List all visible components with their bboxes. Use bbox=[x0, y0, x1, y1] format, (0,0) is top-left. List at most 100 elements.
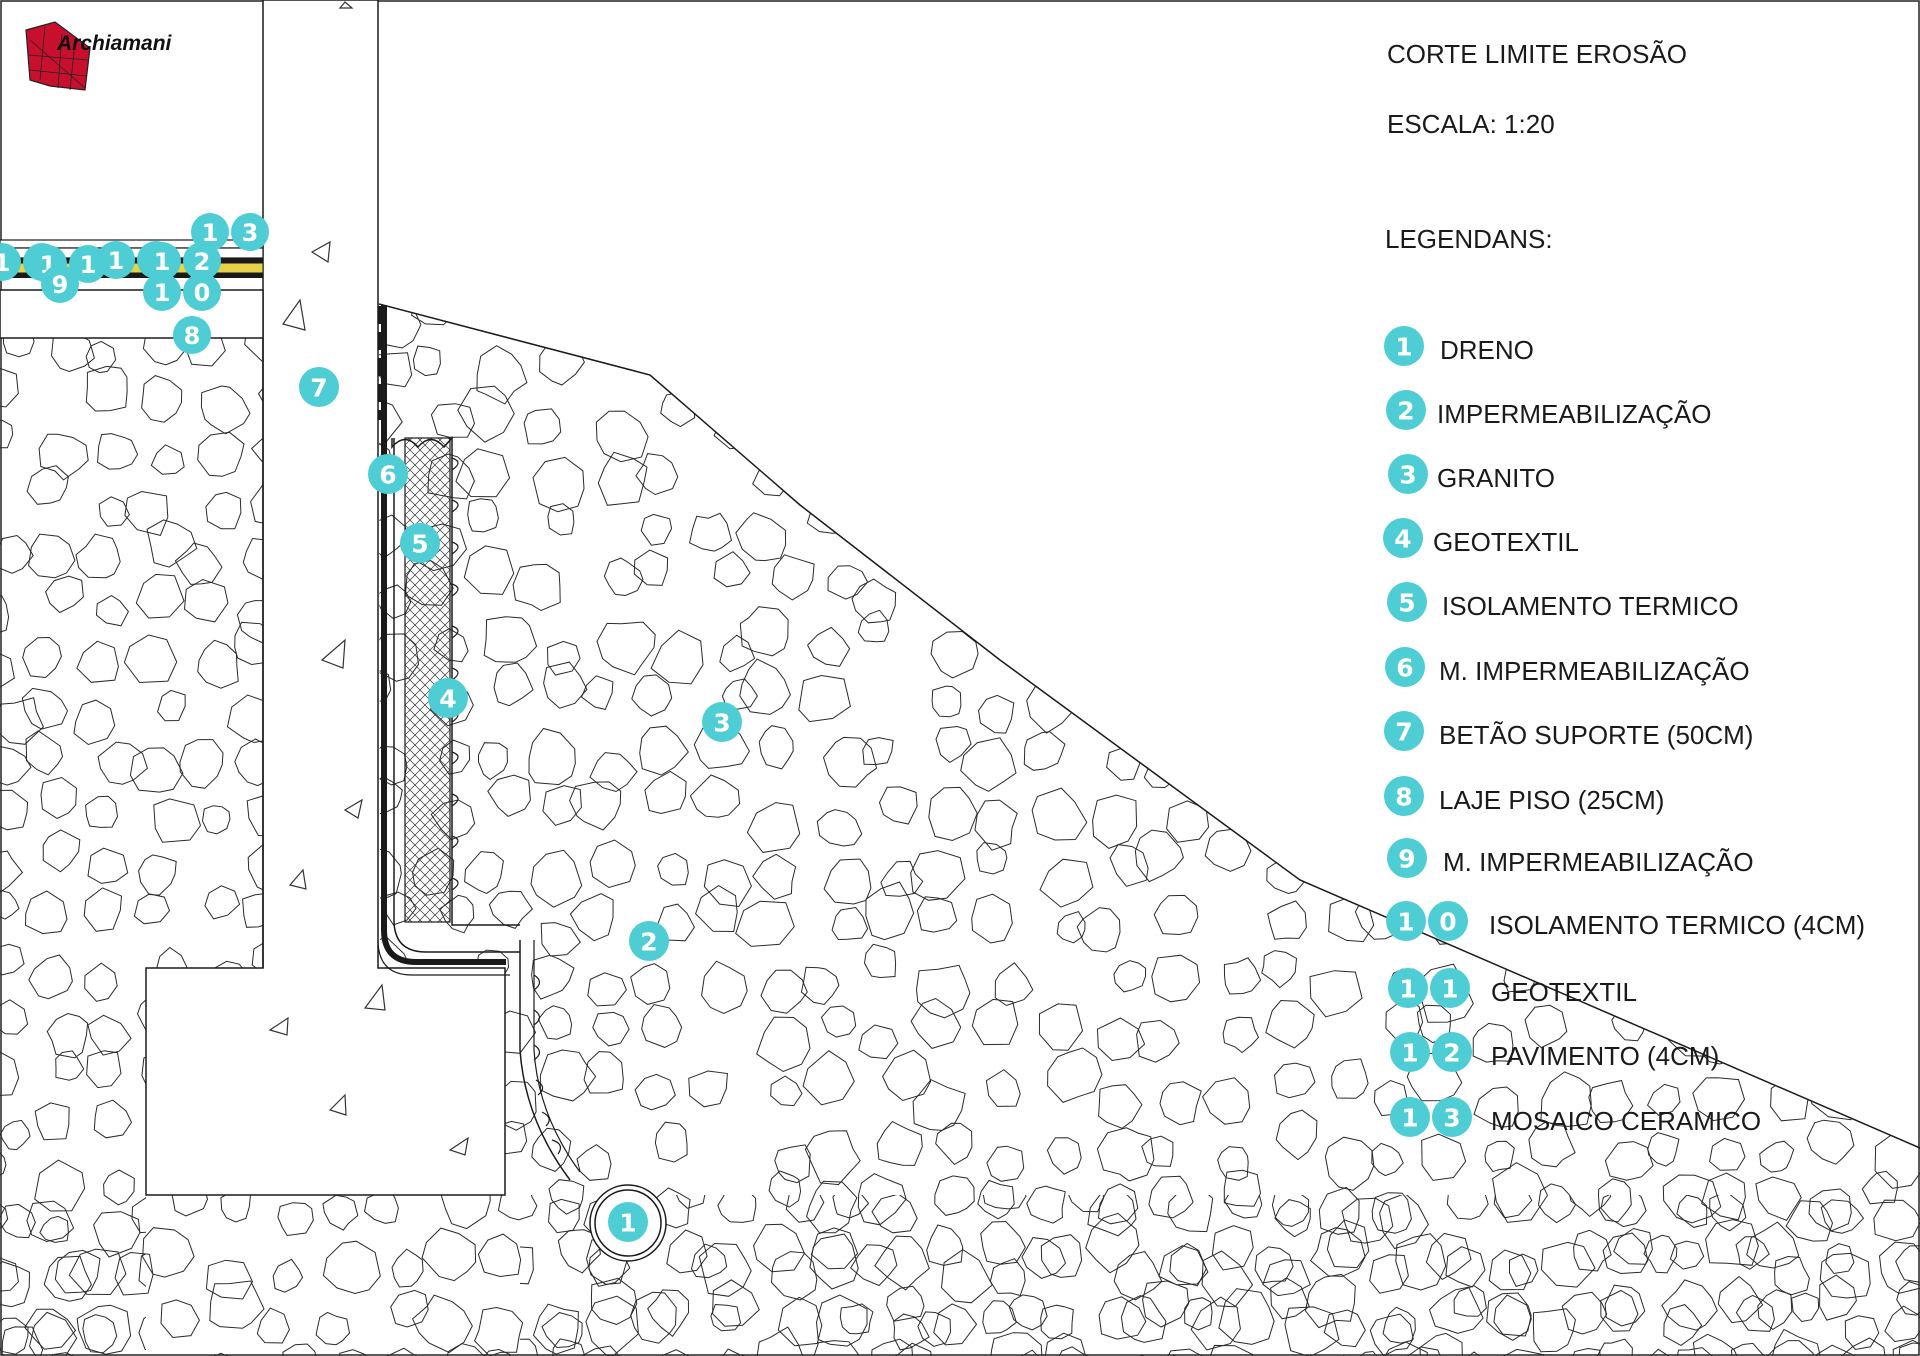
gravel-stone bbox=[1145, 618, 1187, 658]
gravel-stone bbox=[1708, 338, 1750, 378]
gravel-stone bbox=[129, 747, 184, 793]
gravel-stone bbox=[1056, 911, 1086, 944]
gravel-stone bbox=[965, 304, 1017, 328]
gravel-stone bbox=[50, 338, 95, 373]
gravel-stone bbox=[442, 1343, 490, 1356]
callout-digit: 5 bbox=[1398, 589, 1415, 618]
gravel-stone bbox=[1873, 1199, 1920, 1242]
gravel-stone bbox=[103, 1169, 135, 1206]
callout-digit: 1 bbox=[1395, 333, 1412, 362]
gravel-stone bbox=[1880, 618, 1920, 674]
gravel-stone bbox=[1222, 1016, 1260, 1054]
gravel-stone bbox=[1721, 506, 1772, 548]
gravel-stone bbox=[1156, 1348, 1210, 1356]
gravel-stone bbox=[29, 1311, 78, 1356]
gravel-stone bbox=[26, 465, 69, 505]
gravel-stone bbox=[806, 626, 851, 667]
legend-marker: 2 bbox=[1386, 390, 1426, 430]
gravel-stone bbox=[547, 503, 575, 536]
gravel-stone bbox=[851, 578, 897, 624]
gravel-stone bbox=[1669, 1240, 1705, 1270]
gravel-stone bbox=[931, 685, 962, 718]
gravel-stone bbox=[1835, 840, 1876, 880]
gravel-stone bbox=[1279, 345, 1322, 387]
gravel-stone bbox=[1039, 559, 1083, 610]
gravel-stone bbox=[1867, 406, 1912, 454]
gravel-stone bbox=[1757, 1289, 1793, 1331]
gravel-stone bbox=[138, 854, 177, 896]
gravel-stone bbox=[933, 398, 980, 444]
callout-circle bbox=[299, 367, 339, 407]
gravel-stone bbox=[1602, 1232, 1649, 1275]
gravel-stone bbox=[174, 542, 223, 585]
gravel-stone bbox=[487, 774, 531, 817]
legend-marker: 7 bbox=[1384, 711, 1424, 751]
gravel-stone bbox=[1207, 1344, 1253, 1356]
gravel-stone bbox=[523, 304, 574, 345]
gravel-stone bbox=[1769, 1328, 1824, 1356]
callout-digit: 1 bbox=[1401, 1104, 1418, 1133]
gravel-stone bbox=[777, 1296, 823, 1347]
gravel-stone bbox=[179, 739, 224, 789]
gravel-stone bbox=[73, 699, 116, 746]
gravel-stone bbox=[142, 1227, 195, 1278]
logo: Archiamani bbox=[25, 21, 173, 91]
legend-marker: 6 bbox=[1385, 647, 1425, 687]
gravel-stone bbox=[870, 1338, 914, 1356]
gravel-stone bbox=[809, 1233, 859, 1290]
gravel-stone bbox=[988, 1332, 1043, 1356]
legend-label: IMPERMEABILIZAÇÃO bbox=[1437, 399, 1712, 429]
gravel-stone bbox=[989, 1258, 1026, 1297]
gravel-stone bbox=[721, 304, 762, 333]
gravel-stone bbox=[251, 940, 263, 976]
legend-label: LAJE PISO (25CM) bbox=[1439, 785, 1664, 815]
gravel-stone bbox=[1304, 304, 1350, 332]
gravel-stone bbox=[209, 1280, 265, 1329]
gravel-stone bbox=[1369, 1313, 1414, 1356]
gravel-stone bbox=[865, 881, 915, 941]
gravel-stone bbox=[928, 786, 978, 842]
gravel-stone bbox=[93, 1211, 141, 1258]
gravel-stone bbox=[1896, 1281, 1920, 1316]
gravel-stone bbox=[1158, 1245, 1209, 1286]
gravel-stone bbox=[758, 725, 794, 770]
gravel-stone bbox=[1142, 1280, 1190, 1328]
gravel-stone bbox=[1717, 1275, 1764, 1324]
gravel-stone bbox=[1598, 352, 1633, 384]
gravel-stone bbox=[1759, 741, 1813, 795]
gravel-stone bbox=[539, 1049, 597, 1102]
gravel-stone bbox=[24, 1308, 77, 1350]
gravel-stone bbox=[379, 776, 403, 815]
gravel-stone bbox=[639, 725, 689, 776]
gravel-stone bbox=[1861, 1170, 1898, 1205]
gravel-stone bbox=[531, 1127, 572, 1172]
gravel-bottom bbox=[0, 1195, 1920, 1356]
gravel-stone bbox=[87, 847, 129, 884]
gravel-stone bbox=[1820, 1199, 1865, 1234]
callout-circle bbox=[173, 316, 211, 354]
gravel-stone bbox=[641, 1003, 683, 1048]
gravel-stone bbox=[1284, 1306, 1340, 1356]
gravel-stone bbox=[1026, 304, 1073, 344]
gravel-stone bbox=[193, 1314, 242, 1356]
gravel-stone bbox=[1092, 794, 1138, 849]
gravel-stone bbox=[1159, 1081, 1202, 1126]
gravel-stone bbox=[883, 1342, 935, 1356]
gravel-stone bbox=[493, 1245, 534, 1285]
gravel-stone bbox=[910, 850, 966, 901]
gravel-stone bbox=[467, 498, 499, 533]
gravel-stone bbox=[912, 1079, 966, 1131]
gravel-stone bbox=[761, 391, 807, 430]
gravel-stone bbox=[197, 639, 239, 689]
gravel-stone bbox=[1259, 522, 1296, 559]
gravel-stone bbox=[85, 365, 128, 412]
gravel-stone bbox=[22, 636, 62, 679]
gravel-stone bbox=[1098, 1084, 1143, 1129]
gravel-stone bbox=[1076, 907, 1121, 953]
gravel-stone bbox=[1266, 859, 1308, 895]
